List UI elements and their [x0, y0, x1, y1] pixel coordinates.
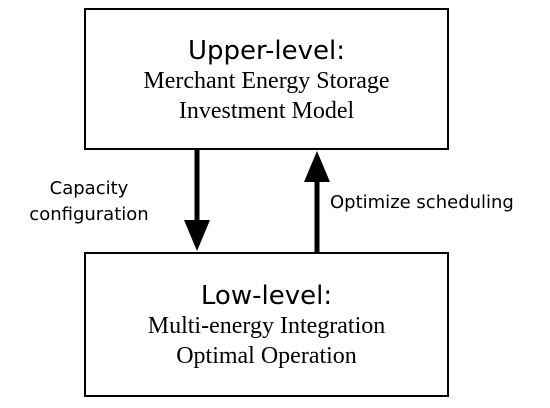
lower-level-line-1: Multi-energy Integration — [147, 313, 386, 339]
capacity-configuration-label: Capacity configuration — [14, 176, 164, 228]
down-arrow-head — [184, 220, 210, 251]
capacity-label-line-1: Capacity — [49, 178, 129, 199]
lower-level-box: Low-level: Multi-energy Integration Opti… — [84, 252, 449, 397]
upper-level-line-2: Investment Model — [178, 98, 355, 124]
up-arrow — [304, 151, 330, 252]
up-arrow-head — [304, 151, 330, 182]
lower-level-title: Low-level: — [200, 281, 333, 311]
down-arrow — [184, 150, 210, 251]
capacity-label-line-2: configuration — [29, 204, 149, 225]
upper-level-line-1: Merchant Energy Storage — [143, 68, 390, 94]
upper-level-box: Upper-level: Merchant Energy Storage Inv… — [84, 8, 449, 150]
upper-level-title: Upper-level: — [187, 36, 346, 66]
lower-level-line-2: Optimal Operation — [176, 343, 357, 369]
optimize-scheduling-label: Optimize scheduling — [330, 192, 514, 213]
